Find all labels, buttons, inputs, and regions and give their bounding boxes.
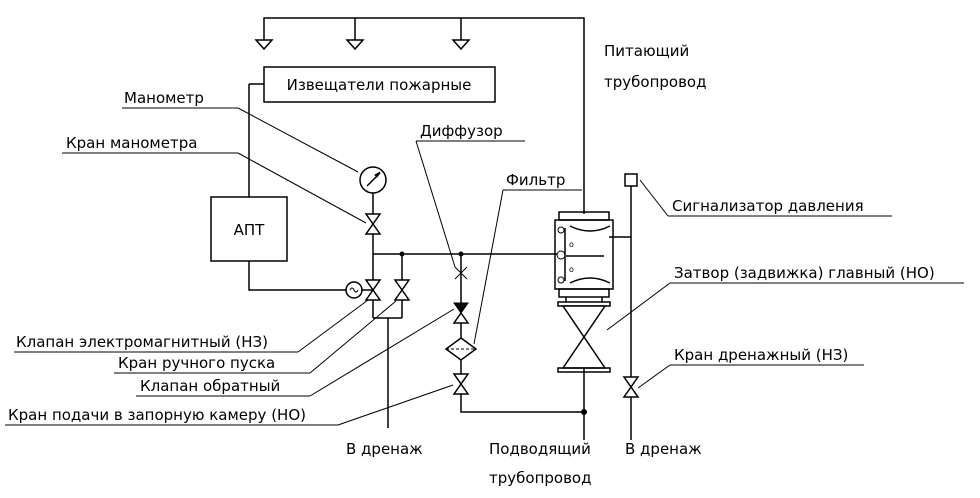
apt-to-solenoid-line <box>248 261 346 291</box>
main-gate-valve-icon <box>557 301 611 373</box>
svg-text:о: о <box>569 240 574 249</box>
solenoid-valve-label: Клапан электромагнитный (НЗ) <box>16 333 268 351</box>
to-drain-left-label: В дренаж <box>346 440 423 458</box>
filter-icon <box>444 337 478 361</box>
alarm-valve-body: о о <box>554 211 614 298</box>
junction-dot <box>581 409 587 415</box>
manometer-label: Манометр <box>124 89 204 107</box>
svg-text:о: о <box>569 265 574 274</box>
inlet-pipe-label-2: трубопровод <box>489 469 591 487</box>
supply-pipe-header <box>263 17 585 214</box>
manometer-icon <box>359 166 387 194</box>
chamber-feed-valve-icon <box>452 373 470 395</box>
sprinkler-icon <box>345 39 365 51</box>
drain-valve-label: Кран дренажный (НЗ) <box>674 346 848 364</box>
leader-lines <box>5 107 964 426</box>
solenoid-valve-icon <box>345 279 382 301</box>
supply-pipe-label-2: трубопровод <box>604 73 706 91</box>
drain-valve-icon <box>622 376 640 398</box>
apt-label: АПТ <box>234 221 266 239</box>
to-drain-right-label: В дренаж <box>625 440 702 458</box>
manual-start-valve-icon <box>393 279 411 301</box>
manual-start-label: Кран ручного пуска <box>118 354 275 372</box>
check-valve-label: Клапан обратный <box>140 377 280 395</box>
diffuser-icon <box>454 266 468 280</box>
fire-detectors-box: Извещатели пожарные <box>263 66 496 103</box>
sprinkler-icon <box>254 39 274 51</box>
main-gate-label: Затвор (задвижка) главный (НО) <box>674 264 935 282</box>
inlet-pipe-label-1: Подводящий <box>489 440 591 458</box>
pressure-alarm-icon <box>624 173 638 187</box>
diffuser-label: Диффузор <box>420 122 503 140</box>
manometer-valve-label: Кран манометра <box>66 134 197 152</box>
pressure-alarm-label: Сигнализатор давления <box>672 197 864 215</box>
chamber-feed-label: Кран подачи в запорную камеру (НО) <box>8 406 306 424</box>
check-valve-icon <box>452 302 470 324</box>
apt-control-box: АПТ <box>210 196 288 262</box>
inlet-connection-line <box>460 394 584 413</box>
supply-pipe-label-1: Питающий <box>604 42 689 60</box>
sprinkler-icon <box>451 39 471 51</box>
junction-dot <box>458 251 464 257</box>
filter-label: Фильтр <box>506 171 565 189</box>
fire-detectors-label: Извещатели пожарные <box>287 76 472 94</box>
junction-dot <box>399 251 405 257</box>
manometer-valve-icon <box>364 213 382 235</box>
